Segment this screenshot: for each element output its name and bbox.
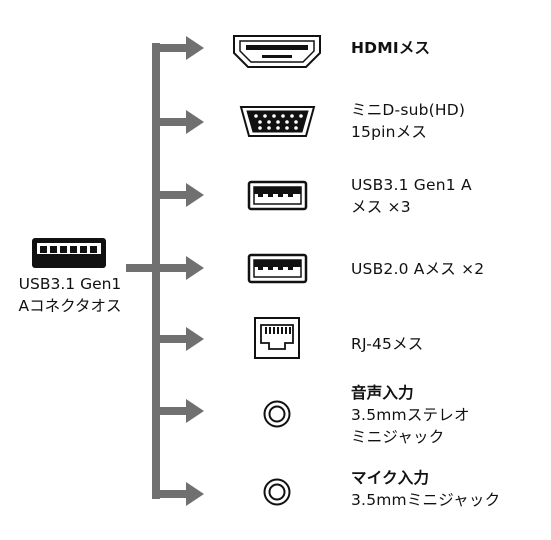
output-label-line: マイク入力 — [351, 469, 430, 487]
rj45-port-icon — [254, 317, 300, 359]
output-label-line: 15pinメス — [351, 123, 428, 141]
output-label-usb20: USB2.0 Aメス ×2 — [351, 258, 484, 280]
audio-jack-icon — [263, 478, 291, 506]
branch-arrow-usb31 — [156, 183, 204, 207]
vga-port-icon — [239, 106, 316, 137]
source-connector-label: USB3.1 Gen1 Aコネクタオス — [0, 273, 140, 317]
output-label-hdmi: HDMIメス — [351, 37, 430, 59]
output-label-rj45: RJ-45メス — [351, 333, 424, 355]
output-label-line: 3.5mmステレオ — [351, 406, 470, 424]
output-label-line: ミニジャック — [351, 428, 445, 446]
output-label-mic: マイク入力 3.5mmミニジャック — [351, 467, 500, 511]
branch-arrow-vga — [156, 110, 204, 134]
output-label-line: RJ-45メス — [351, 335, 424, 353]
source-label-line1: USB3.1 Gen1 — [18, 275, 122, 293]
source-feed-line — [126, 264, 156, 272]
output-label-line: HDMIメス — [351, 39, 431, 57]
branch-arrow-mic — [152, 482, 204, 506]
usb-a-port-icon — [247, 253, 308, 284]
output-label-audio: 音声入力 3.5mmステレオ ミニジャック — [351, 382, 470, 448]
output-label-line: USB2.0 Aメス ×2 — [351, 260, 485, 278]
usb-a-port-icon — [247, 180, 308, 211]
output-label-line: ミニD-sub(HD) — [351, 101, 466, 119]
branch-arrow-usb20 — [156, 256, 204, 280]
source-label-line2: Aコネクタオス — [18, 297, 122, 315]
branch-arrow-audio — [156, 399, 204, 423]
audio-jack-icon — [263, 400, 291, 428]
usb-a-plug-icon — [32, 238, 106, 268]
output-label-usb31: USB3.1 Gen1 A メス ×3 — [351, 174, 472, 218]
output-label-line: USB3.1 Gen1 A — [351, 176, 472, 194]
output-label-line: 3.5mmミニジャック — [351, 491, 501, 509]
hdmi-port-icon — [233, 35, 321, 68]
output-label-line: 音声入力 — [351, 384, 414, 402]
branch-arrow-rj45 — [156, 327, 204, 351]
output-label-vga: ミニD-sub(HD) 15pinメス — [351, 99, 465, 143]
output-label-line: メス ×3 — [351, 198, 411, 216]
branch-arrow-hdmi — [152, 36, 204, 60]
